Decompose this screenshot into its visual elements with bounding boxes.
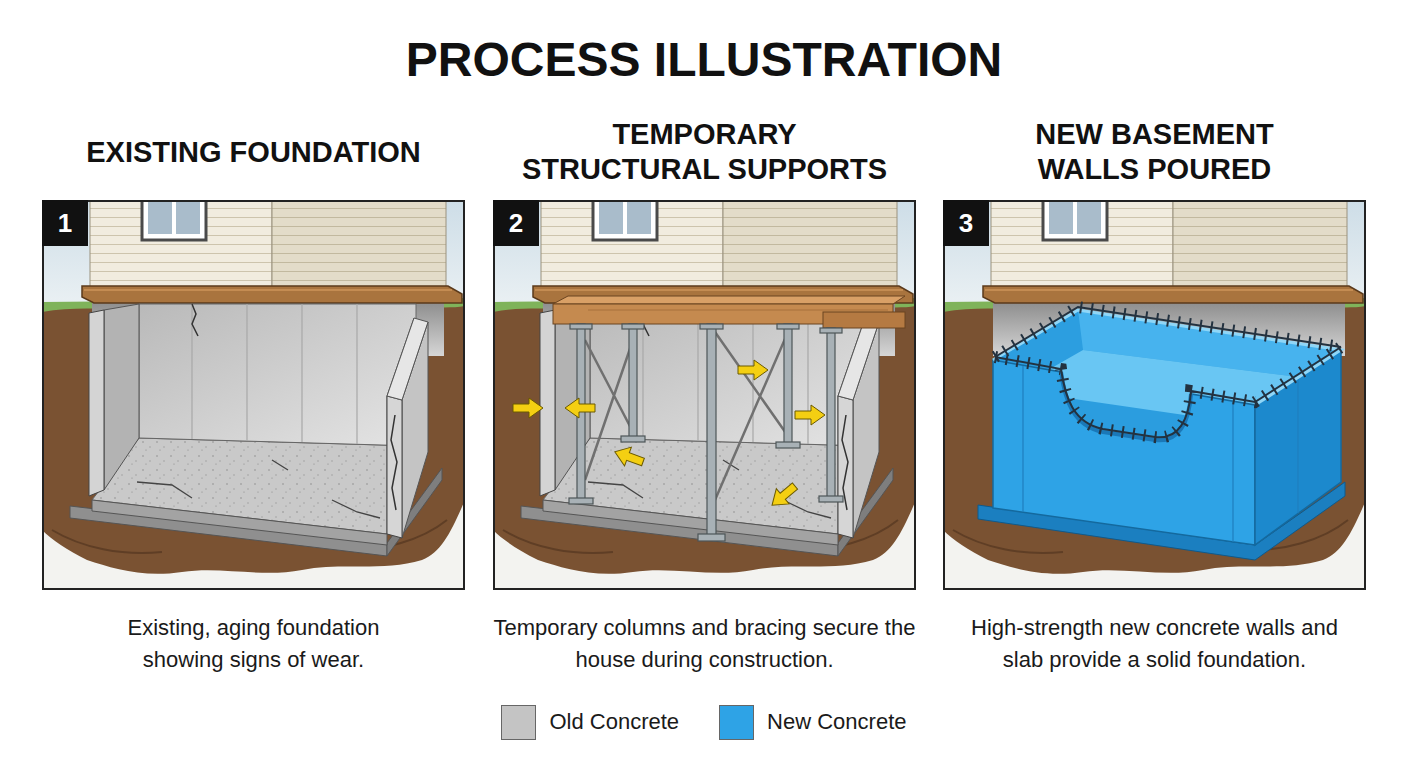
post	[629, 324, 637, 438]
post-cap	[777, 324, 799, 329]
panel-frame: EXISTING FOUNDATIONExisting, aging found…	[42, 200, 465, 590]
house-scene	[493, 200, 916, 590]
load-arrow	[738, 360, 768, 380]
panel-frame: NEW BASEMENT WALLS POUREDHigh-strength n…	[943, 200, 1366, 590]
post-base	[621, 436, 645, 442]
page-title: PROCESS ILLUSTRATION	[0, 32, 1408, 88]
new-foundation	[978, 307, 1345, 560]
post-base	[819, 496, 843, 502]
step-number: 2	[509, 208, 523, 238]
panel-frame: TEMPORARY STRUCTURAL SUPPORTSTemporary c…	[493, 200, 916, 590]
step-number: 1	[58, 208, 72, 238]
load-arrow	[513, 398, 543, 418]
step-badge: 3	[943, 200, 989, 246]
post-cap	[570, 324, 592, 329]
step-badge: 2	[493, 200, 539, 246]
panel-illustration	[493, 200, 916, 590]
post-cap	[622, 324, 644, 329]
post-cap	[820, 328, 842, 333]
temporary-supports	[513, 296, 905, 541]
old-foundation	[70, 304, 442, 556]
panel-caption: Existing, aging foundation showing signs…	[89, 612, 419, 676]
front-wall	[993, 360, 1255, 545]
panel-heading: NEW BASEMENT WALLS POURED	[1005, 106, 1305, 198]
panel-heading: TEMPORARY STRUCTURAL SUPPORTS	[515, 106, 895, 198]
legend-swatch	[501, 705, 536, 740]
cross-beam	[823, 312, 905, 328]
panel-heading: EXISTING FOUNDATION	[42, 106, 466, 198]
post	[827, 328, 835, 498]
step-badge: 1	[42, 200, 88, 246]
legend: Old Concrete New Concrete	[0, 704, 1408, 740]
step-number: 3	[959, 208, 973, 238]
wall-cut-edge	[1061, 372, 1191, 440]
steel-posts	[569, 324, 843, 541]
legend-swatch	[719, 705, 754, 740]
old-foundation	[521, 304, 893, 556]
load-arrow	[565, 398, 595, 418]
wall-joint	[1023, 366, 1298, 542]
post-cap	[700, 324, 723, 329]
load-arrow	[611, 442, 646, 471]
inner-face	[993, 310, 1341, 545]
post	[707, 324, 716, 536]
legend-item: Old Concrete	[501, 705, 679, 740]
panel-illustration	[42, 200, 465, 590]
bracing	[585, 332, 788, 500]
panel-caption: Temporary columns and bracing secure the…	[493, 612, 917, 676]
beam-top	[553, 296, 905, 304]
legend-label: New Concrete	[767, 707, 906, 737]
post-base	[698, 534, 725, 541]
load-arrow	[766, 478, 802, 513]
post-base	[569, 498, 593, 504]
house-scene	[42, 200, 465, 590]
rebar	[995, 307, 1341, 437]
legend-label: Old Concrete	[549, 707, 679, 737]
post	[784, 324, 792, 444]
load-arrow	[795, 405, 825, 425]
panel-caption: High-strength new concrete walls and sla…	[953, 612, 1357, 676]
legend-item: New Concrete	[719, 705, 906, 740]
house-scene	[943, 200, 1366, 590]
rebar-ties	[995, 307, 1341, 437]
wood-grain	[588, 310, 888, 311]
panel-illustration	[943, 200, 1366, 590]
post-base	[776, 442, 800, 448]
